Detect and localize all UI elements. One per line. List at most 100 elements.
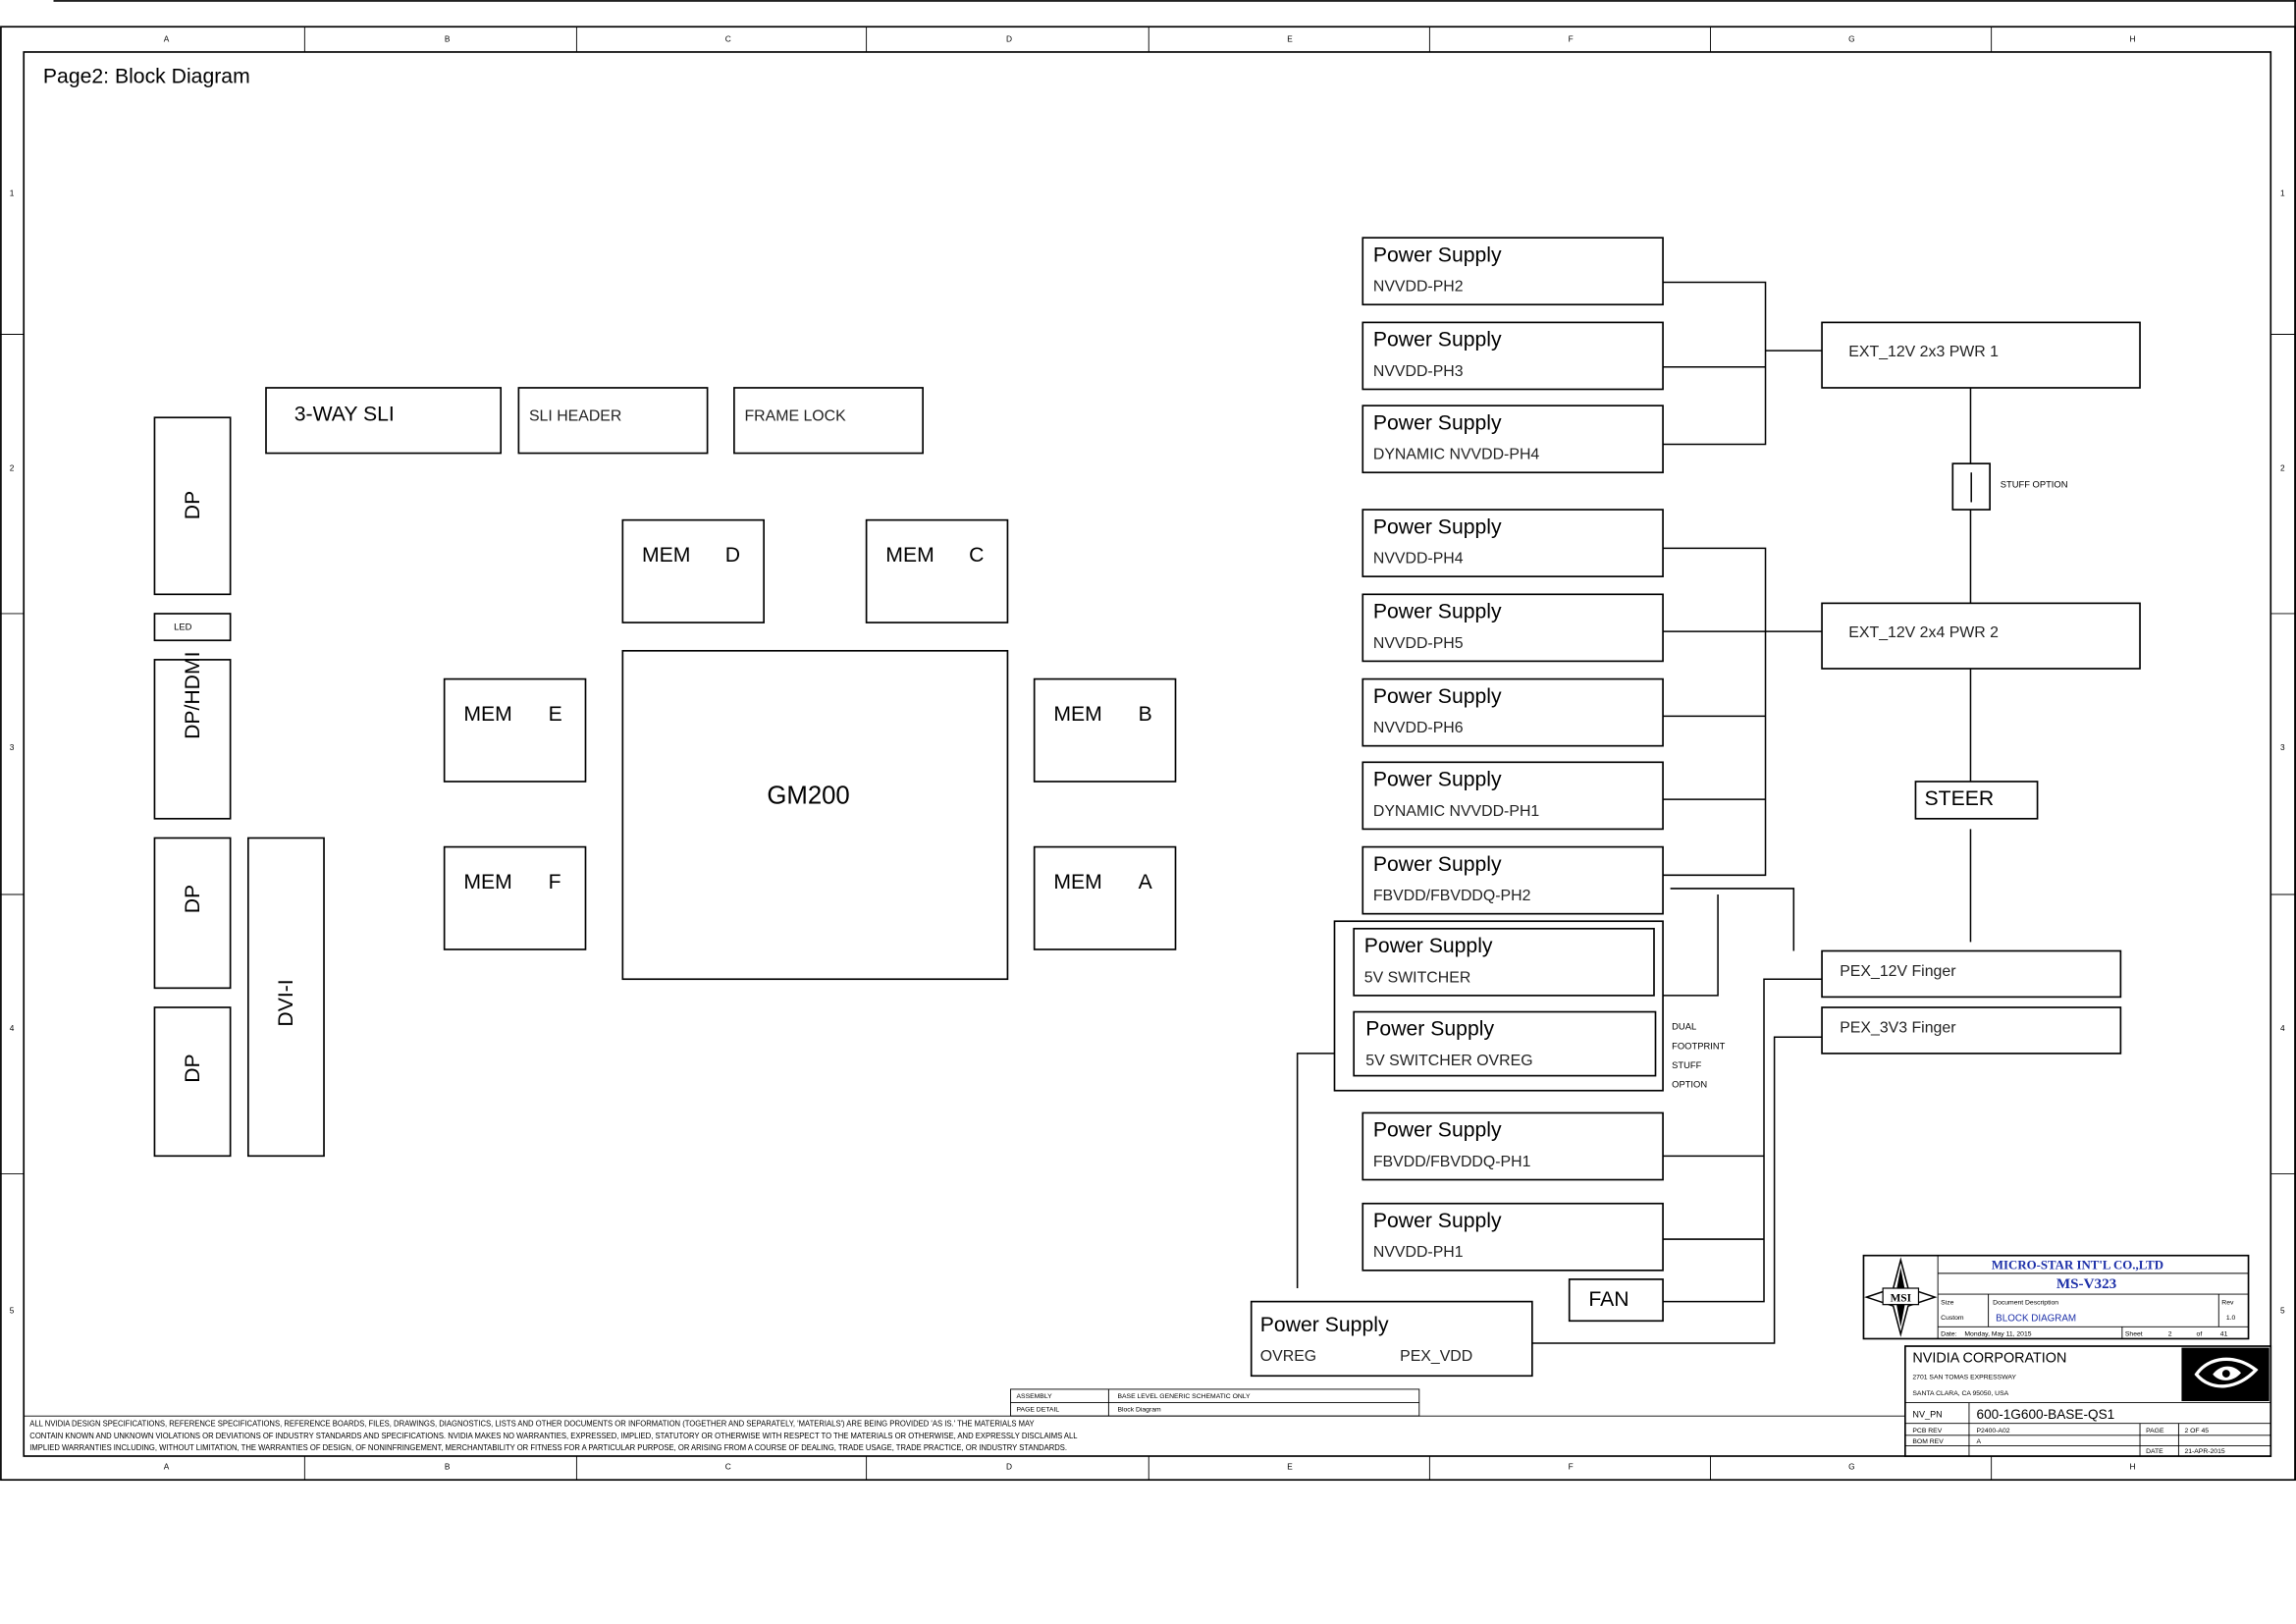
zone-letter: C xyxy=(725,33,731,43)
zone-number: 2 xyxy=(2280,463,2285,473)
power-supply-rail: NVVDD-PH2 xyxy=(1373,279,1464,296)
power-supply-title: Power Supply xyxy=(1373,244,1502,266)
wire xyxy=(1663,281,1767,446)
sheet-value: 2 xyxy=(2168,1330,2172,1337)
power-supply-title: Power Supply xyxy=(1373,329,1502,352)
zone-letter: A xyxy=(164,1462,170,1472)
ext-12v-pwr1-box xyxy=(1821,321,2141,389)
three-way-sli-label: 3-WAY SLI xyxy=(294,403,395,425)
sli-header-box xyxy=(517,387,709,455)
dual-footprint-note: DUAL xyxy=(1672,1022,1696,1032)
power-supply-title: Power Supply xyxy=(1373,1119,1502,1142)
power-supply-rail: DYNAMIC NVVDD-PH4 xyxy=(1373,447,1540,463)
power-supply-rail: NVVDD-PH6 xyxy=(1373,720,1464,736)
zone-letter: G xyxy=(1848,33,1854,43)
power-inputs: EXT_12V 2x3 PWR 1 STUFF OPTION EXT_12V 2… xyxy=(1821,321,2141,1055)
zone-letters-top: A B C D E F G H xyxy=(164,33,2136,43)
mem-b-label: MEM xyxy=(1053,703,1101,726)
wire xyxy=(1531,1036,1823,1344)
pex-12v-finger-label: PEX_12V Finger xyxy=(1840,963,1956,980)
page-detail-value: Block Diagram xyxy=(1117,1407,1161,1414)
gpu-memory-cluster: GM200 MEM D MEM C MEM E MEM F MEM B MEM … xyxy=(443,518,1177,981)
disclaimer-line: CONTAIN KNOWN AND UNKNOWN VIOLATIONS OR … xyxy=(29,1432,1078,1440)
msi-logo-text: MSI xyxy=(1891,1293,1912,1305)
sheet-frame: A B C D E F G H A B C D E F G H 1 2 3 4 … xyxy=(0,0,2296,1482)
assembly-value: BASE LEVEL GENERIC SCHEMATIC ONLY xyxy=(1117,1393,1251,1400)
mem-d-bank: D xyxy=(725,544,740,567)
top-blocks: 3-WAY SLI SLI HEADER FRAME LOCK xyxy=(265,387,924,455)
ext-12v-pwr1-label: EXT_12V 2x3 PWR 1 xyxy=(1848,344,1999,360)
gpu-label: GM200 xyxy=(767,783,849,810)
pex-12v-finger-box xyxy=(1821,949,2122,999)
sheet-label: Sheet xyxy=(2125,1330,2143,1337)
zone-numbers: 1 2 3 4 5 1 2 3 4 5 xyxy=(10,189,2285,1316)
zone-number: 1 xyxy=(10,189,15,198)
zone-letter: E xyxy=(1287,1462,1293,1472)
power-supply-nvvdd-ph5 xyxy=(1362,593,1664,663)
mem-f-box xyxy=(443,845,587,950)
assembly-table: ASSEMBLY BASE LEVEL GENERIC SCHEMATIC ON… xyxy=(1010,1388,1420,1417)
power-supply-nvvdd-ph6 xyxy=(1362,677,1664,747)
zone-dividers xyxy=(0,27,2296,1481)
zone-letter: G xyxy=(1848,1462,1854,1472)
dvi-i-connector xyxy=(246,837,325,1158)
wire xyxy=(1296,1053,1335,1289)
nvidia-address-line: 2701 SAN TOMAS EXPRESSWAY xyxy=(1912,1374,2016,1380)
disclaimer-line: IMPLIED WARRANTIES INCLUDING, WITHOUT LI… xyxy=(29,1443,1067,1452)
zone-letter: A xyxy=(164,33,170,43)
steer-label: STEER xyxy=(1925,787,1995,810)
power-supply-rail: NVVDD-PH3 xyxy=(1373,363,1464,380)
page-value: 2 OF 45 xyxy=(2184,1428,2209,1435)
page-detail-label: PAGE DETAIL xyxy=(1017,1407,1060,1414)
mem-d-box xyxy=(621,518,765,623)
power-supply-rail: FBVDD/FBVDDQ-PH2 xyxy=(1373,888,1531,904)
nvidia-date-value: 21-APR-2015 xyxy=(2184,1448,2224,1455)
power-supply-fbvdd-ph1 xyxy=(1362,1111,1664,1181)
power-supply-title: Power Supply xyxy=(1373,515,1502,538)
disclaimer-line: ALL NVIDIA DESIGN SPECIFICATIONS, REFERE… xyxy=(29,1420,1035,1429)
nvidia-company-name: NVIDIA CORPORATION xyxy=(1912,1351,2066,1367)
ovreg-label: OVREG xyxy=(1260,1348,1316,1365)
power-supply-fbvdd-ph2 xyxy=(1362,845,1664,915)
power-supply-title: Power Supply xyxy=(1373,601,1502,623)
zone-letter: H xyxy=(2129,33,2135,43)
sli-header-label: SLI HEADER xyxy=(529,407,621,424)
ext-12v-pwr2-box xyxy=(1821,602,2141,670)
power-supply-ovreg-pex-vdd xyxy=(1250,1300,1533,1378)
doc-description-value: BLOCK DIAGRAM xyxy=(1996,1313,2076,1324)
zone-letter: D xyxy=(1006,33,1012,43)
power-supply-title: Power Supply xyxy=(1373,685,1502,708)
zone-number: 3 xyxy=(2280,742,2285,752)
power-supply-title: Power Supply xyxy=(1373,411,1502,434)
wire xyxy=(1663,547,1767,877)
zone-letter: H xyxy=(2129,1462,2135,1472)
doc-description-label: Document Description xyxy=(1993,1300,2058,1307)
mem-c-bank: C xyxy=(969,544,984,567)
power-supply-nvvdd-ph3 xyxy=(1362,321,1664,391)
zone-number: 4 xyxy=(2280,1023,2285,1033)
wire xyxy=(1663,978,1823,1303)
fan-label: FAN xyxy=(1588,1288,1629,1311)
power-supply-nvvdd-ph4 xyxy=(1362,509,1664,577)
dp-connector-1 xyxy=(153,416,232,596)
mem-a-label: MEM xyxy=(1053,871,1101,893)
nv-pn-label: NV_PN xyxy=(1912,1410,1942,1420)
rev-value: 1.0 xyxy=(2226,1315,2236,1322)
zone-letter: B xyxy=(445,1462,451,1472)
msi-logo: MSI xyxy=(1864,1257,1938,1337)
zone-letter: D xyxy=(1006,1462,1012,1472)
power-supply-dynamic-nvvdd-ph4 xyxy=(1362,405,1664,474)
dp-connector-2-label: DP xyxy=(182,885,204,913)
led-box xyxy=(153,613,232,642)
wires xyxy=(1296,281,1972,1344)
power-supply-title: Power Supply xyxy=(1373,1210,1502,1232)
wire xyxy=(1670,888,1795,951)
power-supply-nvvdd-ph2 xyxy=(1362,237,1664,306)
zone-number: 5 xyxy=(2280,1306,2285,1316)
nvidia-date-label: DATE xyxy=(2146,1448,2163,1455)
power-supply-rail: 5V SWITCHER OVREG xyxy=(1365,1053,1532,1069)
nvidia-title-block: NVIDIA CORPORATION 2701 SAN TOMAS EXPRES… xyxy=(1904,1345,2272,1457)
power-supply-rail: DYNAMIC NVVDD-PH1 xyxy=(1373,803,1540,820)
dvi-i-connector-label: DVI-I xyxy=(275,979,297,1026)
